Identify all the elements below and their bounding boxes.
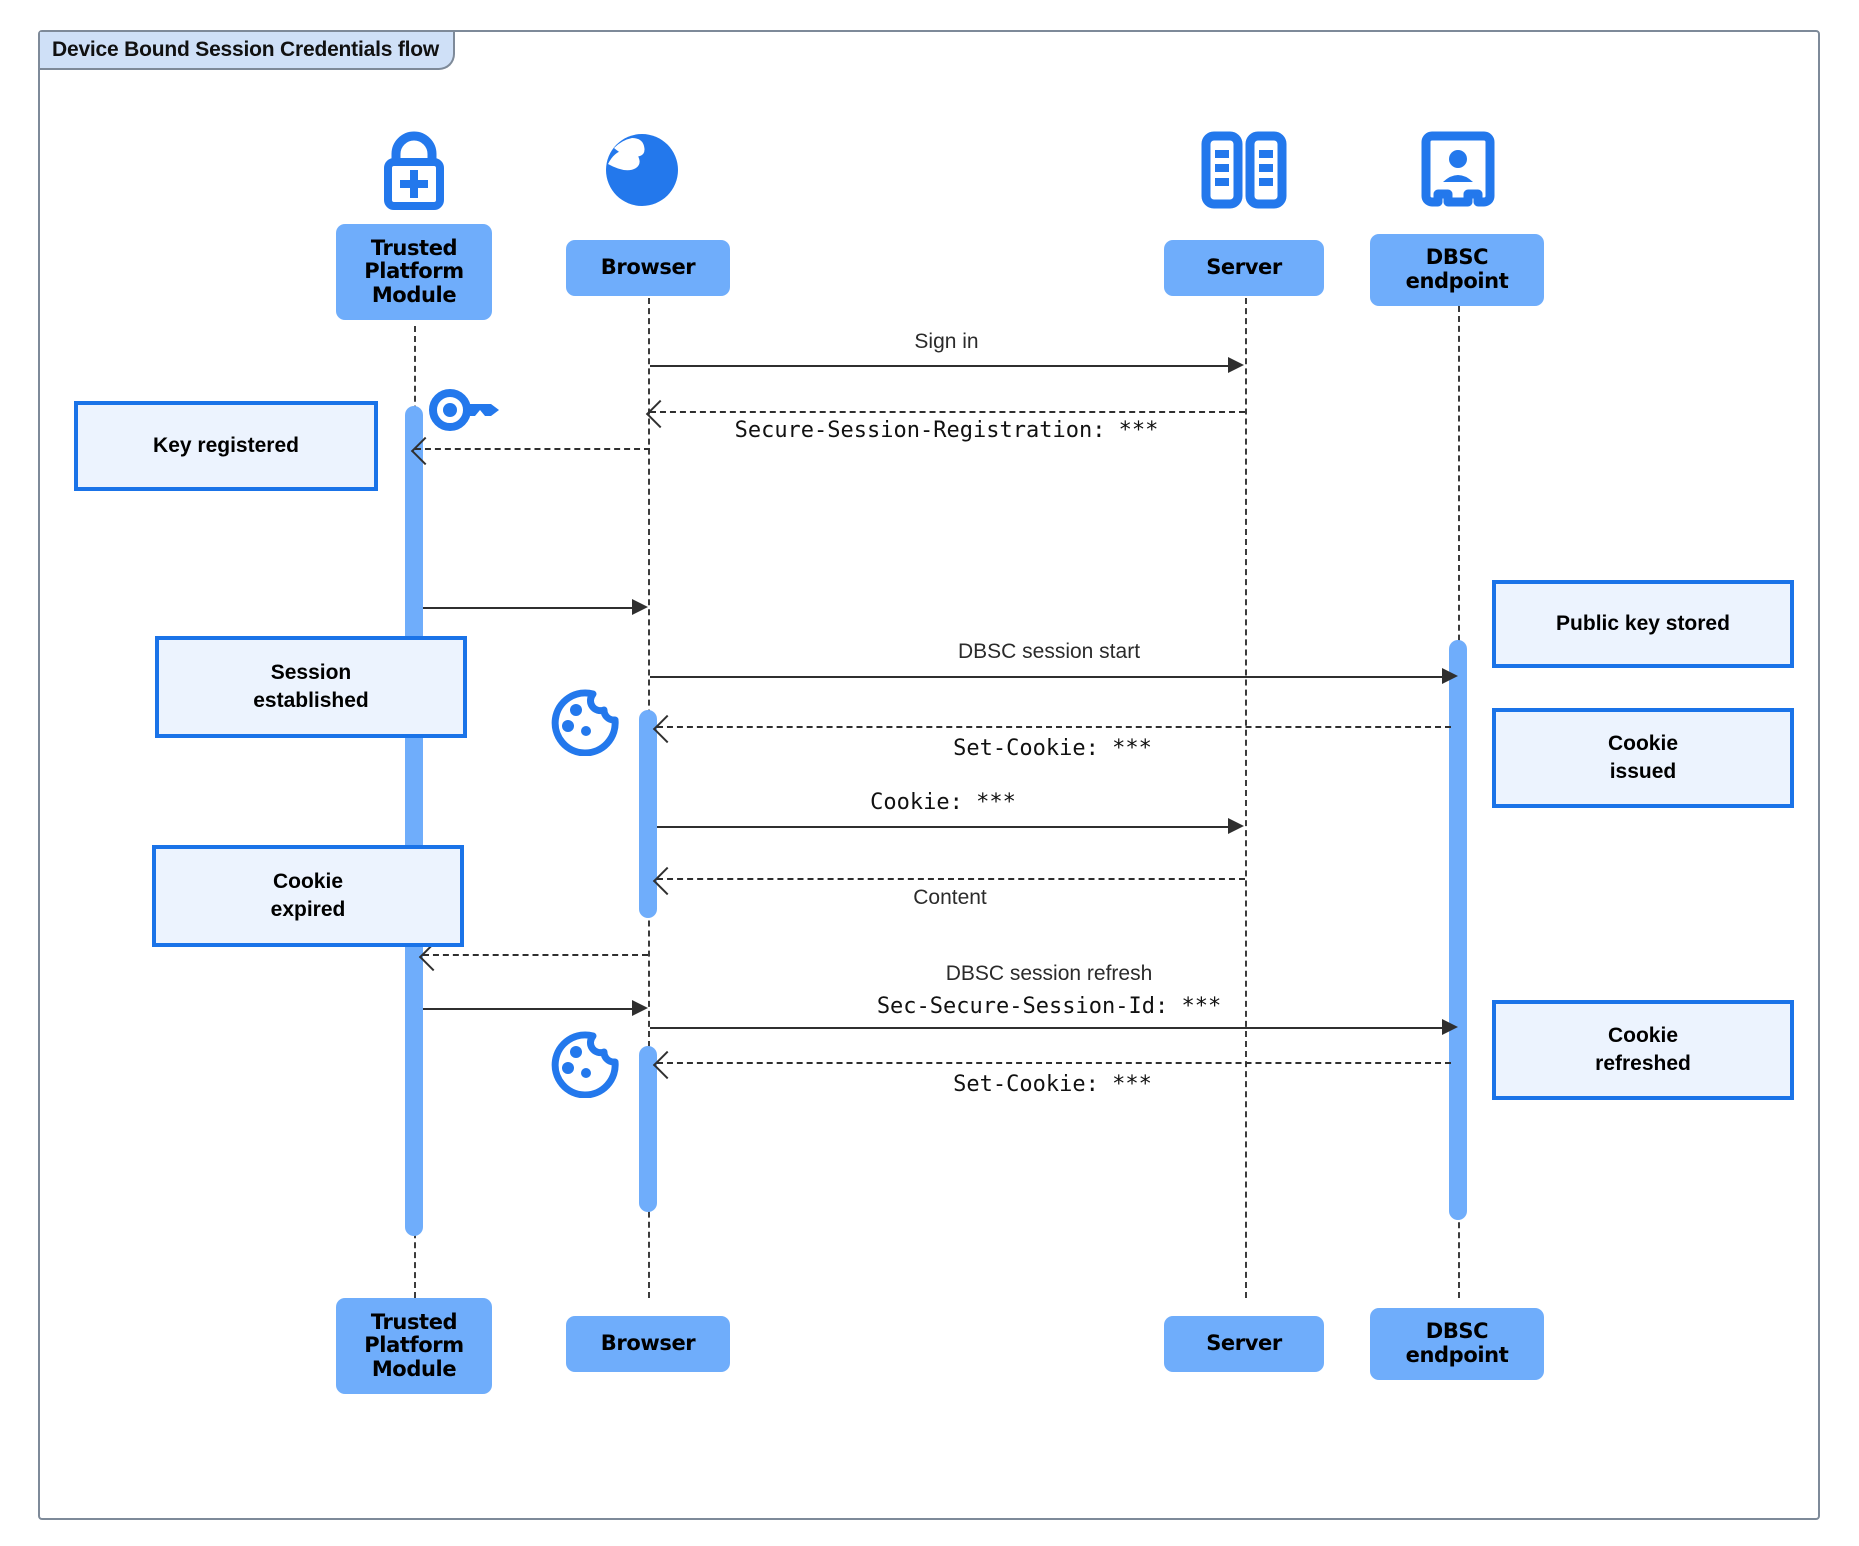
message-label-set-cookie-2: Set-Cookie: *** <box>953 1072 1152 1097</box>
participant-label: Browser <box>600 1331 696 1356</box>
participant-browser-bottom[interactable]: Browser <box>566 1316 730 1372</box>
participant-label: Trusted Platform Module <box>364 1309 464 1381</box>
note-text: Key registered <box>153 433 299 457</box>
message-line-tpm-sign <box>423 1008 638 1010</box>
participant-tpm-top[interactable]: Trusted Platform Module <box>336 224 492 320</box>
message-label-sec-secure-session-id: Sec-Secure-Session-Id: *** <box>876 994 1222 1019</box>
participant-tpm-bottom[interactable]: Trusted Platform Module <box>336 1298 492 1394</box>
note-text: Cookie refreshed <box>1595 1023 1691 1075</box>
id-badge-icon <box>1421 131 1495 207</box>
cookie-icon <box>551 1031 619 1098</box>
participant-dbsc-bottom[interactable]: DBSC endpoint <box>1370 1308 1544 1380</box>
note-session-established: Session established <box>155 636 467 738</box>
message-line-register-key <box>415 448 650 450</box>
note-cookie-refreshed: Cookie refreshed <box>1492 1000 1794 1100</box>
arrowhead-right <box>632 1000 648 1016</box>
note-cookie-expired: Cookie expired <box>152 845 464 947</box>
participant-label: Server <box>1206 255 1282 280</box>
participant-label: Browser <box>600 255 696 280</box>
note-key-registered: Key registered <box>74 401 378 491</box>
note-cookie-issued: Cookie issued <box>1492 708 1794 808</box>
message-label-dbsc-session-start: DBSC session start <box>957 640 1141 663</box>
message-label-sign-in: Sign in <box>914 330 979 353</box>
globe-icon <box>606 134 678 206</box>
server-rack-icon <box>1201 131 1287 209</box>
note-text: Cookie expired <box>270 869 346 921</box>
activation-bar-dbsc-1 <box>1449 640 1467 1220</box>
message-line-set-cookie-1 <box>657 726 1451 728</box>
message-line-secure-session-registration <box>650 411 1245 413</box>
arrowhead-right <box>1228 818 1244 834</box>
message-line-dbsc-session-refresh <box>650 1027 1450 1029</box>
participant-label: Trusted Platform Module <box>364 235 464 307</box>
message-line-cookie <box>657 826 1228 828</box>
message-line-content <box>657 878 1245 880</box>
note-public-key-stored: Public key stored <box>1492 580 1794 668</box>
arrowhead-right <box>632 599 648 615</box>
cookie-icon <box>551 689 619 756</box>
lifeline-server <box>1245 288 1247 1298</box>
participant-label: DBSC endpoint <box>1405 1319 1509 1367</box>
message-label-secure-session-registration: Secure-Session-Registration: *** <box>734 418 1159 443</box>
lock-plus-icon <box>384 131 444 210</box>
key-icon <box>429 389 499 431</box>
arrowhead-right <box>1442 668 1458 684</box>
message-label-dbsc-session-refresh: DBSC session refresh <box>945 962 1153 985</box>
message-line-key-ready <box>423 607 638 609</box>
participant-label: Server <box>1206 1331 1282 1356</box>
note-text: Public key stored <box>1556 611 1730 635</box>
message-line-dbsc-session-start <box>650 676 1450 678</box>
message-label-content: Content <box>913 886 987 909</box>
participant-server-bottom[interactable]: Server <box>1164 1316 1324 1372</box>
message-line-cookie-expired-notify <box>423 954 648 956</box>
message-line-sign-in <box>650 365 1228 367</box>
message-label-cookie: Cookie: *** <box>870 790 1016 815</box>
participant-dbsc-top[interactable]: DBSC endpoint <box>1370 234 1544 306</box>
participant-label: DBSC endpoint <box>1405 245 1509 293</box>
participant-browser-top[interactable]: Browser <box>566 240 730 296</box>
note-text: Session established <box>253 660 369 712</box>
message-label-set-cookie-1: Set-Cookie: *** <box>953 736 1152 761</box>
participant-server-top[interactable]: Server <box>1164 240 1324 296</box>
activation-bar-tpm <box>405 406 423 1236</box>
activation-bar-browser-1 <box>639 710 657 918</box>
arrowhead-right <box>1228 357 1244 373</box>
diagram-title: Device Bound Session Credentials flow <box>40 32 456 70</box>
note-text: Cookie issued <box>1607 731 1678 783</box>
activation-bar-browser-2 <box>639 1046 657 1212</box>
message-line-set-cookie-2 <box>657 1062 1451 1064</box>
arrowhead-right <box>1442 1019 1458 1035</box>
